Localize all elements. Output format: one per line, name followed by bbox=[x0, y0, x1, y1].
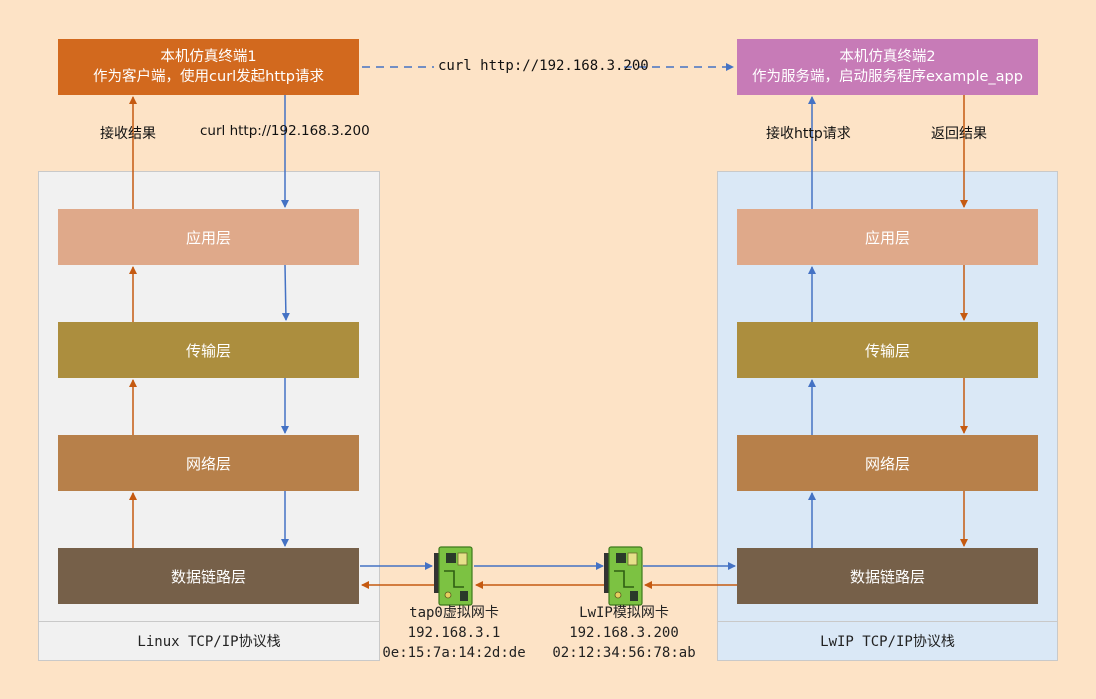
lwip-nic-name: LwIP模拟网卡 bbox=[579, 605, 669, 621]
server-terminal-box: 本机仿真终端2 作为服务端，启动服务程序example_app bbox=[737, 39, 1038, 95]
linux-stack-footer: Linux TCP/IP协议栈 bbox=[39, 621, 379, 660]
linux-transport-layer: 传输层 bbox=[58, 322, 359, 378]
tap0-nic-info: tap0虚拟网卡 192.168.3.1 0e:15:7a:14:2d:de bbox=[374, 603, 534, 663]
lwip-nic-mac: 02:12:34:56:78:ab bbox=[552, 645, 696, 661]
lwip-stack-footer: LwIP TCP/IP协议栈 bbox=[718, 621, 1057, 660]
top-link-label: curl http://192.168.3.200 bbox=[438, 58, 649, 74]
server-terminal-title: 本机仿真终端2 bbox=[839, 49, 936, 65]
linux-datalink-layer: 数据链路层 bbox=[58, 548, 359, 604]
server-return-label: 返回结果 bbox=[931, 126, 987, 142]
linux-arrow-down-app-transport bbox=[281, 264, 290, 321]
tap0-nic-name: tap0虚拟网卡 bbox=[409, 605, 499, 621]
network-card-icon bbox=[604, 546, 643, 606]
lwip-nic-info: LwIP模拟网卡 192.168.3.200 02:12:34:56:78:ab bbox=[544, 603, 704, 663]
tap0-nic-mac: 0e:15:7a:14:2d:de bbox=[382, 645, 526, 661]
lwip-datalink-layer: 数据链路层 bbox=[737, 548, 1038, 604]
lwip-network-layer: 网络层 bbox=[737, 435, 1038, 491]
tap0-nic-ip: 192.168.3.1 bbox=[407, 625, 501, 641]
client-terminal-title: 本机仿真终端1 bbox=[160, 49, 257, 65]
lwip-transport-layer: 传输层 bbox=[737, 322, 1038, 378]
client-terminal-subtitle: 作为客户端，使用curl发起http请求 bbox=[93, 69, 324, 85]
server-terminal-subtitle: 作为服务端，启动服务程序example_app bbox=[752, 69, 1023, 85]
linux-application-layer: 应用层 bbox=[58, 209, 359, 265]
lwip-application-layer: 应用层 bbox=[737, 209, 1038, 265]
network-card-icon bbox=[434, 546, 473, 606]
server-receive-label: 接收http请求 bbox=[766, 126, 851, 142]
client-terminal-box: 本机仿真终端1 作为客户端，使用curl发起http请求 bbox=[58, 39, 359, 95]
client-request-label: curl http://192.168.3.200 bbox=[200, 123, 370, 139]
linux-network-layer: 网络层 bbox=[58, 435, 359, 491]
lwip-nic-ip: 192.168.3.200 bbox=[569, 625, 679, 641]
client-receive-label: 接收结果 bbox=[100, 126, 156, 142]
